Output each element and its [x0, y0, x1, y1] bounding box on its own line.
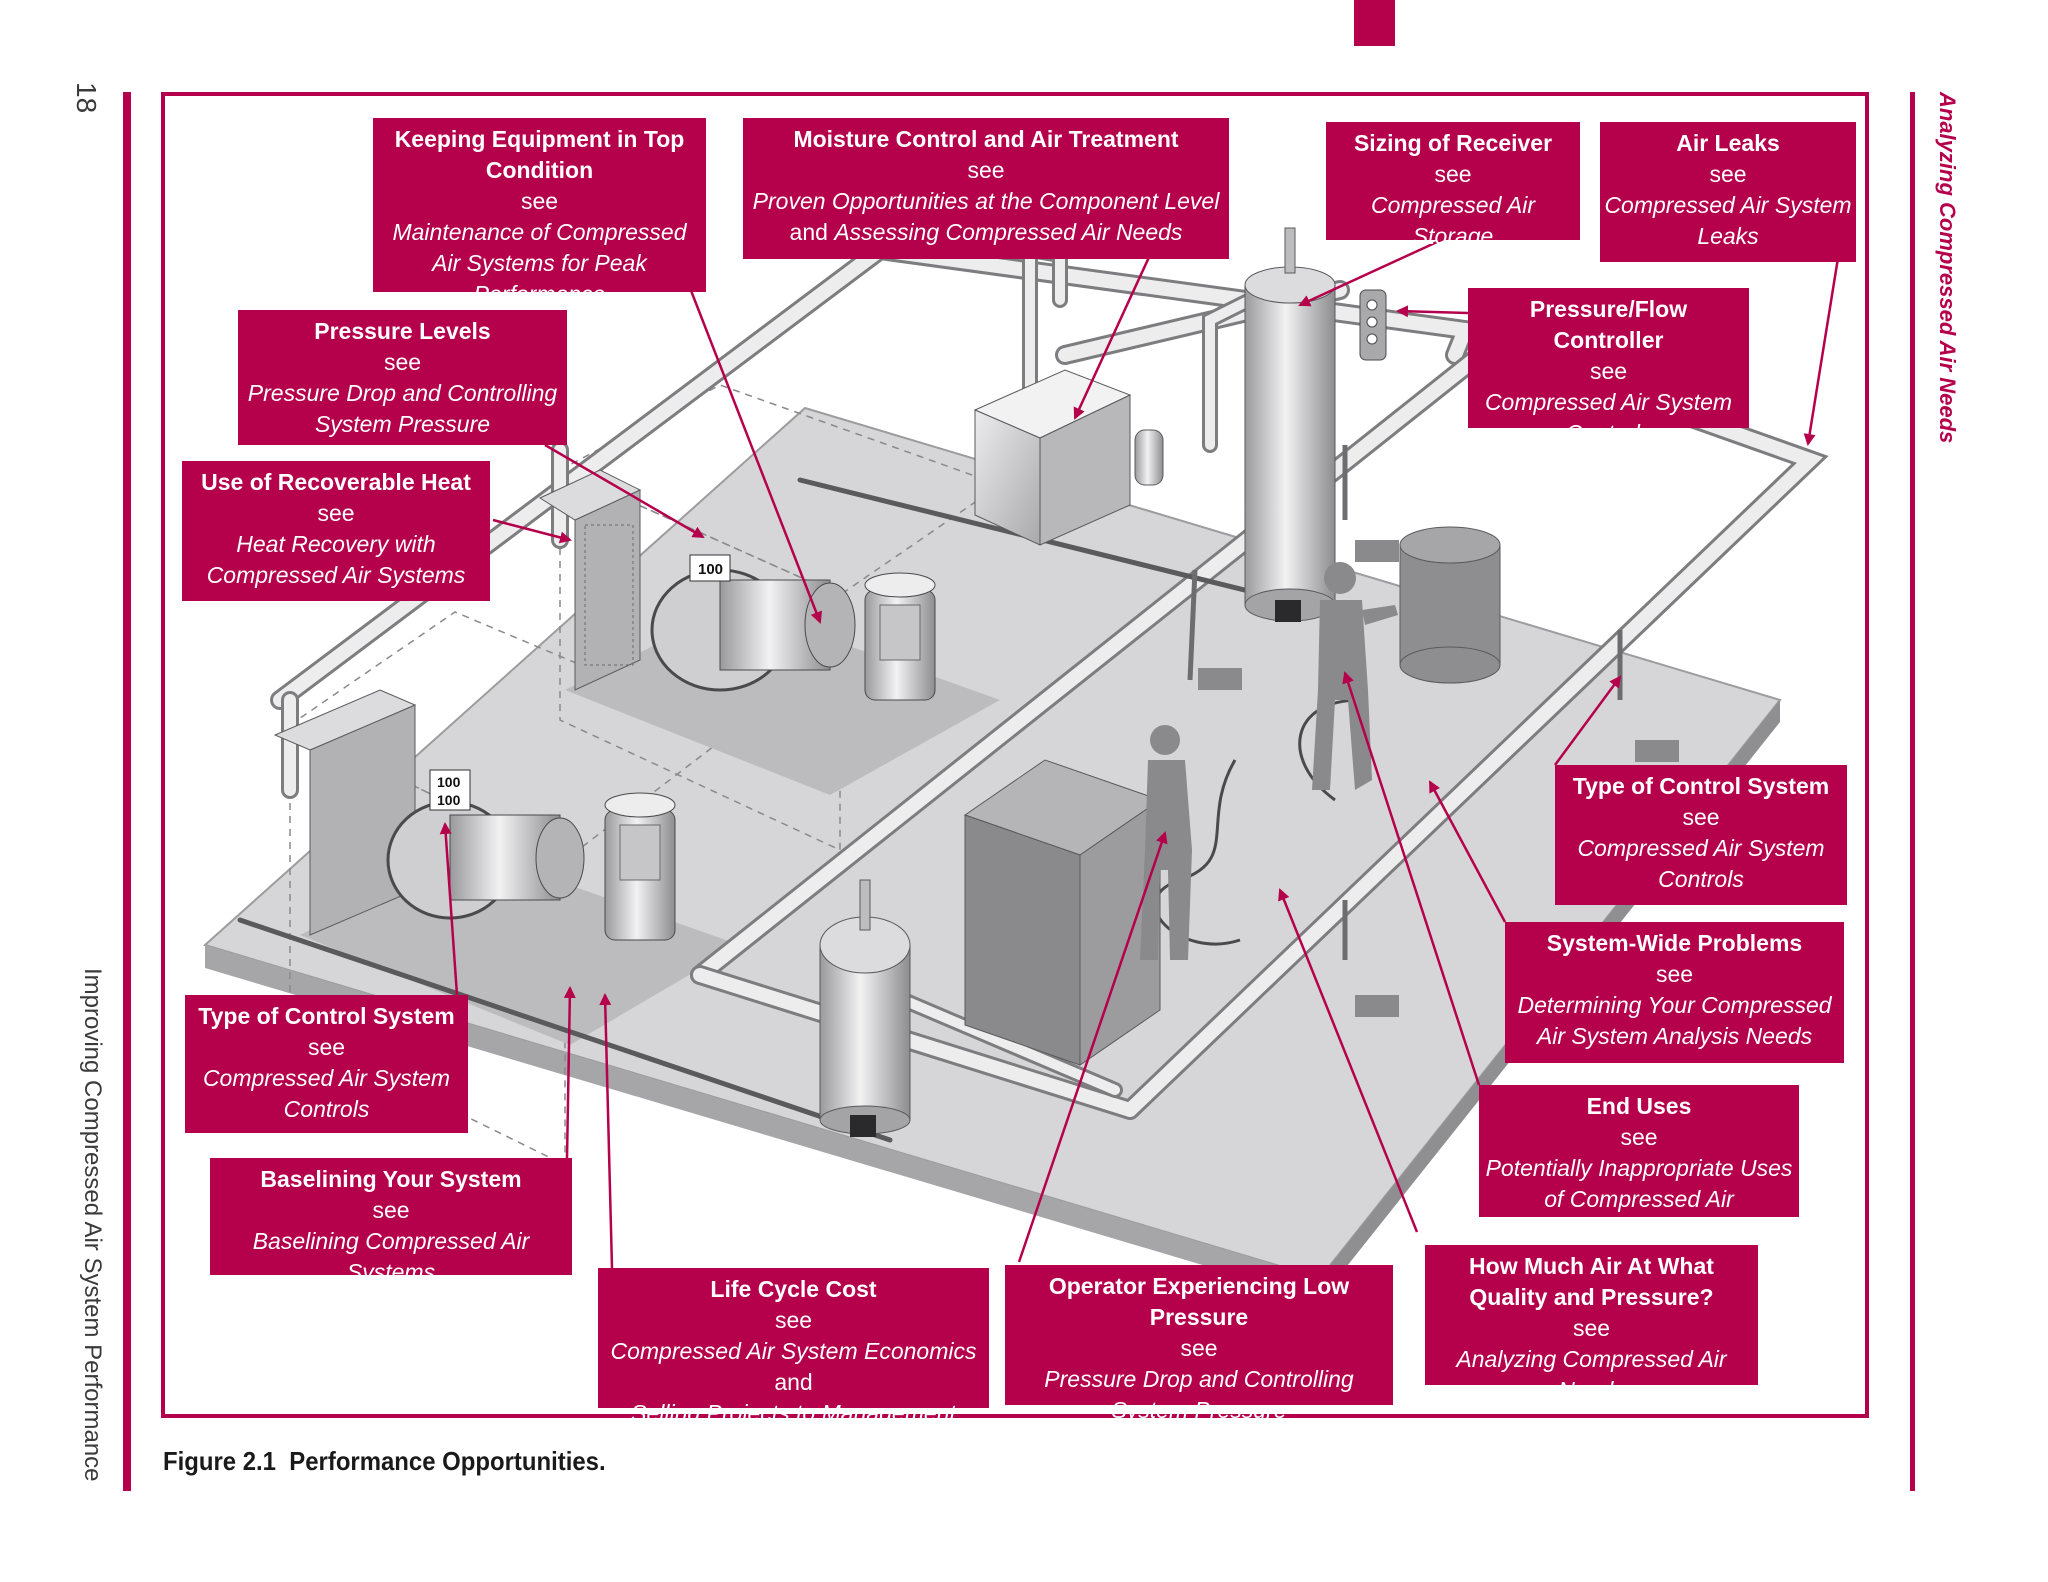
callout-reference: Potentially Inappropriate Uses of Compre…	[1485, 1155, 1793, 1212]
callout-see: see	[1572, 1315, 1611, 1341]
callout-see: see	[1682, 804, 1720, 830]
gauge-lower-a: 100	[437, 774, 461, 790]
compressor-lower	[273, 689, 676, 941]
callout-title: Pressure/Flow Controller	[1529, 296, 1688, 353]
callout-see: see	[383, 349, 422, 375]
main-receiver-tank	[1244, 227, 1336, 622]
gauge-lower-b: 100	[437, 792, 461, 808]
figure-caption: Figure 2.1 Performance Opportunities.	[163, 1446, 606, 1476]
callout-reference: Proven Opportunities at the Component Le…	[752, 188, 1220, 214]
callout-title: How Much Air At What Quality and Pressur…	[1469, 1253, 1714, 1310]
callout-see: see	[372, 1197, 410, 1223]
callout-leaders	[439, 234, 1840, 1269]
callout-see: see	[520, 188, 559, 214]
pressure-flow-controller	[1359, 289, 1387, 361]
callout-title: Keeping Equipment in Top Condition	[394, 126, 685, 183]
callout-title: Use of Recoverable Heat	[201, 469, 471, 495]
callout-see: see	[1434, 161, 1472, 187]
callout-title: Operator Experiencing Low Pressure	[1048, 1273, 1350, 1330]
callout-title: System-Wide Problems	[1546, 930, 1803, 956]
callout-reference: Pressure Drop and Controlling System Pre…	[247, 380, 558, 437]
callout-reference: Compressed Air Storage	[1370, 192, 1536, 249]
callout-title: Baselining Your System	[260, 1166, 522, 1192]
callout-baselining: Baselining Your System see Baselining Co…	[210, 1158, 572, 1285]
storage-drum	[1399, 526, 1501, 684]
operator-figures	[1140, 562, 1398, 960]
equipment-cabinet	[963, 759, 1162, 1066]
callout-moisture-control: Moisture Control and Air Treatment see P…	[743, 118, 1229, 259]
callout-keeping-equipment: Keeping Equipment in Top Condition see M…	[373, 118, 706, 307]
callout-reference: Assessing Compressed Air Needs	[834, 219, 1183, 245]
gauge-upper: 100	[698, 561, 723, 578]
compressor-upper	[538, 469, 936, 701]
callout-reference: Compressed Air System Controls	[1484, 389, 1733, 446]
callout-operator-low-pressure: Operator Experiencing Low Pressure see P…	[1005, 1265, 1393, 1423]
figure-frame	[161, 92, 1869, 1418]
callout-reference: Compressed Air System Economics	[610, 1338, 977, 1364]
callout-see: see	[1709, 161, 1747, 187]
callout-title: Life Cycle Cost	[710, 1276, 877, 1302]
callout-see: see	[1180, 1335, 1218, 1361]
quick-connect-fittings	[1198, 540, 1679, 1017]
callout-title: End Uses	[1586, 1093, 1692, 1119]
callout-life-cycle-cost: Life Cycle Cost see Compressed Air Syste…	[598, 1268, 989, 1426]
callout-control-system-left: Type of Control System see Compressed Ai…	[185, 995, 468, 1133]
callout-reference: Analyzing Compressed Air Needs	[1456, 1346, 1727, 1403]
callout-title: Type of Control System	[198, 1003, 455, 1029]
callout-see: see	[317, 500, 355, 526]
callout-pressure-flow-controller: Pressure/Flow Controller see Compressed …	[1468, 288, 1749, 446]
callout-control-system-right: Type of Control System see Compressed Ai…	[1555, 765, 1847, 905]
callout-title: Pressure Levels	[314, 318, 491, 344]
callout-title: Sizing of Receiver	[1353, 130, 1553, 156]
callout-air-leaks: Air Leaks see Compressed Air System Leak…	[1600, 122, 1856, 262]
callout-reference-line: Compressed Air System Economics and	[611, 1338, 977, 1395]
callout-reference: Compressed Air System Controls	[202, 1065, 451, 1122]
callout-reference: Baselining Compressed Air Systems	[252, 1228, 530, 1285]
callout-reference: Compressed Air System Controls	[1577, 835, 1825, 892]
callout-and: and	[774, 1369, 813, 1395]
callout-see: see	[1589, 358, 1628, 384]
left-margin-rule	[123, 92, 131, 1491]
callout-title: Moisture Control and Air Treatment	[793, 126, 1179, 152]
callout-reference: Heat Recovery with Compressed Air System…	[206, 531, 466, 588]
callout-how-much-air: How Much Air At What Quality and Pressur…	[1425, 1245, 1758, 1403]
callout-see: see	[774, 1307, 813, 1333]
air-dryer	[973, 369, 1164, 546]
callout-title: Air Leaks	[1676, 130, 1780, 156]
callout-recoverable-heat: Use of Recoverable Heat see Heat Recover…	[182, 461, 490, 601]
callout-see: see	[967, 157, 1005, 183]
callout-end-uses: End Uses see Potentially Inappropriate U…	[1479, 1085, 1799, 1217]
callout-see: see	[1655, 961, 1694, 987]
callout-reference: Maintenance of Compressed Air Systems fo…	[392, 219, 687, 307]
callout-see: see	[307, 1034, 346, 1060]
secondary-receiver-tank	[819, 879, 911, 1137]
right-margin-rule	[1910, 92, 1915, 1491]
chapter-tab	[1354, 0, 1395, 46]
callout-see: see	[1620, 1124, 1658, 1150]
callout-sizing-receiver: Sizing of Receiver see Compressed Air St…	[1326, 122, 1580, 249]
callout-pressure-levels: Pressure Levels see Pressure Drop and Co…	[238, 310, 567, 445]
callout-reference-line: and Assessing Compressed Air Needs	[790, 219, 1183, 245]
callout-system-wide-problems: System-Wide Problems see Determining You…	[1505, 922, 1844, 1063]
callout-reference: Selling Projects to Management	[631, 1400, 956, 1426]
callout-reference: Determining Your Compressed Air System A…	[1517, 992, 1832, 1049]
callout-reference: Compressed Air System Leaks	[1604, 192, 1852, 249]
callout-title: Type of Control System	[1572, 773, 1830, 799]
callout-and: and	[789, 219, 828, 245]
callout-reference: Pressure Drop and Controlling System Pre…	[1044, 1366, 1354, 1423]
